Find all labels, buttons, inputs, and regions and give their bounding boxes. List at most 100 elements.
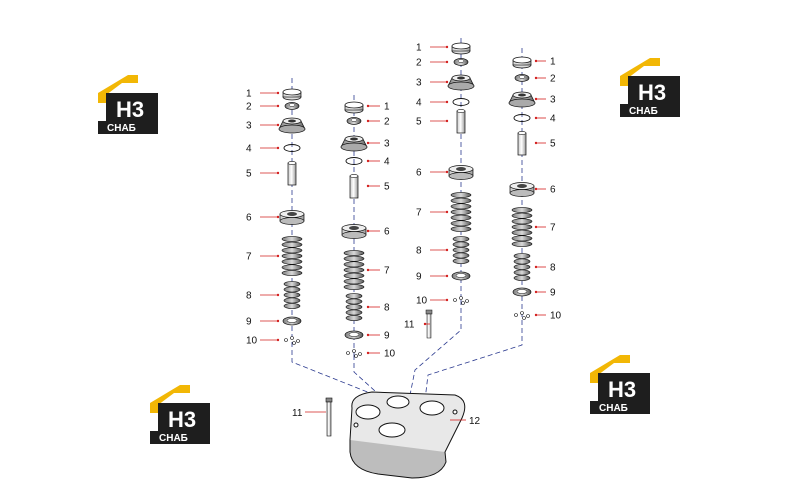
part-label: 3 (246, 121, 252, 132)
part-spring (343, 250, 365, 290)
part-rod (287, 161, 297, 186)
part-cap (282, 88, 302, 101)
logo-bottom-left: H3 СНАБ (150, 385, 210, 444)
part-cap (344, 101, 364, 114)
part-oring (513, 114, 531, 122)
part-spring (281, 236, 303, 276)
part-label: 10 (416, 296, 428, 307)
part-seat (509, 182, 535, 197)
valve-assembly-a: 1 2 3 4 5 6 7 8 9 10 (246, 88, 306, 347)
part-oring (345, 157, 363, 165)
part-balls (284, 336, 300, 345)
part-ring (282, 316, 302, 326)
part-label: 5 (550, 139, 556, 150)
part-ring (512, 287, 532, 297)
part-oring (283, 144, 301, 152)
part-spring2 (513, 253, 531, 281)
logo-caption: СНАБ (629, 106, 658, 117)
part-bolt (425, 309, 433, 339)
part-spring2 (345, 293, 363, 321)
part-spring2 (452, 236, 470, 264)
part-label: 6 (416, 168, 422, 179)
part-retainer (447, 74, 475, 91)
logo-mark: H3 (168, 407, 196, 432)
part-label: 10 (246, 336, 258, 347)
part-retainer (340, 135, 368, 152)
part-label: 10 (384, 349, 396, 360)
part-label: 11 (404, 320, 415, 331)
part-label: 7 (246, 252, 252, 263)
part-label: 4 (246, 144, 252, 155)
part-label: 8 (246, 291, 252, 302)
part-rod (517, 131, 527, 156)
part-label: 4 (384, 157, 390, 168)
logo-mark: H3 (638, 80, 666, 105)
part-label: 4 (550, 114, 556, 125)
part-rod (349, 174, 359, 199)
part-spring2 (283, 281, 301, 309)
part-washer (346, 117, 362, 125)
part-ring (451, 271, 471, 281)
base-leaders (305, 411, 466, 421)
part-label: 2 (550, 74, 556, 85)
part-label: 10 (550, 311, 562, 322)
part-washer (284, 102, 300, 110)
part-label: 1 (416, 43, 422, 54)
part-label: 3 (384, 139, 390, 150)
part-label: 9 (246, 317, 252, 328)
part-label: 8 (550, 263, 556, 274)
part-ring (344, 330, 364, 340)
part-label: 6 (384, 227, 390, 238)
part-label: 1 (246, 89, 252, 100)
part-cap (512, 56, 532, 69)
base-body (349, 391, 466, 479)
part-label: 2 (384, 117, 390, 128)
part-oring (452, 98, 470, 106)
part-retainer (508, 91, 536, 108)
part-label: 2 (246, 102, 252, 113)
logo-caption: СНАБ (599, 403, 628, 414)
part-label: 9 (550, 288, 556, 299)
part-label: 6 (246, 213, 252, 224)
part-balls (514, 311, 530, 320)
part-label: 5 (384, 182, 390, 193)
part-label: 5 (246, 169, 252, 180)
logo-box (106, 93, 158, 123)
part-seat (448, 165, 474, 180)
part-label: 9 (416, 272, 422, 283)
part-label: 2 (416, 58, 422, 69)
part-label: 7 (416, 208, 422, 219)
part-rod (456, 109, 466, 134)
axis-lines (291, 38, 523, 401)
label-base-bolt: 11 (292, 408, 303, 419)
logo-bottom-right: H3 СНАБ (590, 355, 650, 414)
logo-mark: H3 (116, 97, 144, 122)
logo-caption: СНАБ (107, 123, 136, 134)
part-label: 6 (550, 185, 556, 196)
part-label: 4 (416, 98, 422, 109)
logo-mark: H3 (608, 377, 636, 402)
part-label: 8 (384, 303, 390, 314)
part-label: 1 (384, 102, 390, 113)
part-balls (453, 296, 469, 305)
valve-assembly-b: 1 2 3 4 5 6 7 8 9 10 (340, 101, 396, 360)
part-cap (451, 42, 471, 55)
part-label: 5 (416, 117, 422, 128)
part-label: 7 (384, 266, 390, 277)
part-spring (511, 207, 533, 247)
part-label: 9 (384, 331, 390, 342)
valve-assemblies: 1234567891012345678910123456789101112345… (246, 43, 562, 360)
logo-top-left: H3 СНАБ (98, 75, 158, 134)
part-balls (346, 349, 362, 358)
label-base-body: 12 (469, 416, 481, 427)
base-bolt (325, 397, 333, 437)
part-label: 3 (550, 95, 556, 106)
part-label: 1 (550, 57, 556, 68)
part-retainer (278, 117, 306, 134)
part-washer (453, 58, 469, 66)
logo-top-right: H3 СНАБ (620, 58, 680, 117)
part-seat (341, 224, 367, 239)
